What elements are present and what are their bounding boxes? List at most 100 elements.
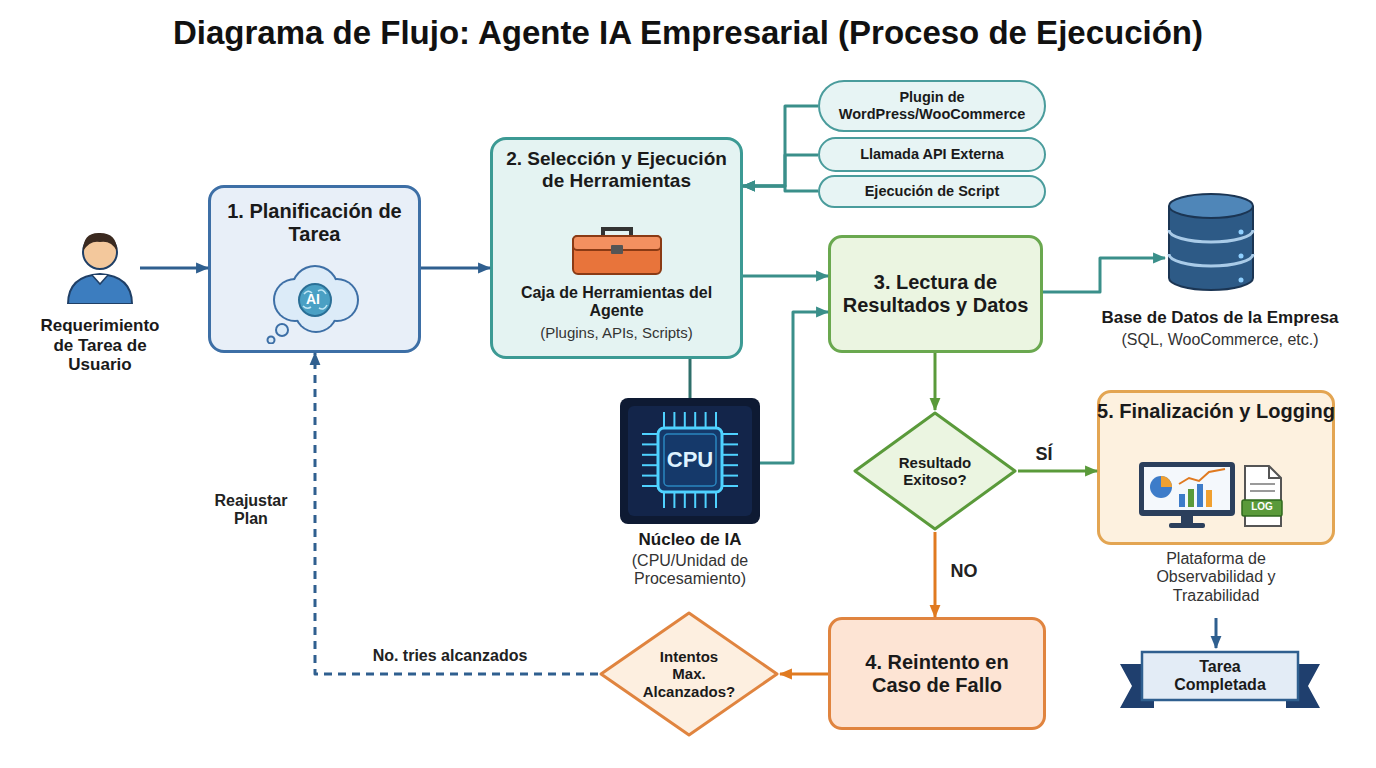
icon-svg [1137, 460, 1287, 530]
icon-line [705, 492, 707, 508]
icon-g [269, 267, 358, 343]
icon-rect [1197, 484, 1203, 507]
icon-rect [611, 245, 623, 254]
pill-label: Llamada API Externa [820, 139, 1044, 170]
icon-line [1250, 490, 1275, 492]
icon-line [694, 412, 696, 428]
icon-rect [1242, 500, 1282, 516]
icon-line [673, 492, 675, 508]
pill-label: Ejecución de Script [820, 177, 1044, 206]
icon-polyline [1179, 469, 1225, 484]
icon-line [705, 412, 707, 428]
icon-path [83, 233, 117, 251]
icon-line [722, 454, 738, 456]
icon-line [642, 454, 658, 456]
flow-connector [743, 186, 818, 191]
box-note: Plataforma de Observabilidad y Trazabili… [1154, 550, 1278, 605]
icon-path [1169, 254, 1253, 266]
icon-path [1245, 466, 1281, 526]
banner-label: Tarea Completada [1120, 648, 1320, 710]
decision-label: Resultado Exitoso? [852, 410, 1018, 532]
icon-path [68, 274, 132, 304]
icon-line [684, 412, 686, 428]
icon-circle [1239, 230, 1244, 235]
flow-connector [1043, 258, 1165, 292]
user-actor: Requerimiento de Tarea de Usuario [20, 220, 180, 385]
icon-rect [1206, 490, 1212, 507]
box-title: 3. Lectura de Resultados y Datos [831, 238, 1040, 350]
icon-rect [1144, 467, 1230, 510]
database-label: Base de Datos de la Empresa [1070, 308, 1370, 328]
icon-line [1250, 483, 1275, 485]
icon-line [722, 443, 738, 445]
icon-line [694, 492, 696, 508]
icon-line [715, 412, 717, 428]
icon-svg [60, 224, 140, 304]
icon-rect [620, 398, 760, 524]
icon-path [1269, 466, 1281, 478]
process-box: 3. Lectura de Resultados y Datos [828, 235, 1043, 353]
icon-line [722, 464, 738, 466]
icon-circle [1239, 254, 1244, 259]
diagram-title: Diagrama de Flujo: Agente IA Empresarial… [0, 14, 1376, 52]
icon-line [642, 485, 658, 487]
process-box: 1. Planificación de TareaAI [208, 185, 421, 353]
icon-rect [1188, 489, 1194, 507]
icon-circle [277, 325, 287, 335]
icon-path [1169, 230, 1253, 242]
icon-svg [571, 224, 663, 276]
chip-label: CPU [650, 447, 730, 472]
icon-ellipse [1169, 194, 1253, 218]
process-box: 4. Reintento en Caso de Fallo [828, 617, 1046, 730]
flow-connector [780, 673, 828, 676]
icon-rect [1169, 523, 1205, 528]
decision-label: Intentos Max. Alcanzados? [598, 610, 780, 738]
box-note: (Plugins, APIs, Scripts) [493, 324, 740, 341]
observability-icon [1137, 460, 1287, 530]
pill-label: Plugin de WordPress/WooCommerce [820, 82, 1044, 130]
icon-line [642, 475, 658, 477]
icon-line [684, 492, 686, 508]
icon-rect [1181, 516, 1193, 524]
flow-connector [689, 359, 692, 398]
flow-connector [743, 155, 818, 186]
icon-g [267, 265, 360, 344]
icon-svg [1165, 192, 1257, 292]
icon-line [663, 492, 665, 508]
icon-line [722, 485, 738, 487]
icon-line [642, 443, 658, 445]
ai-core: CPU Núcleo de IA(CPU/Unidad de Procesamie… [595, 396, 785, 601]
icon-line [642, 464, 658, 466]
tool-pill: Plugin de WordPress/WooCommerce [818, 80, 1046, 132]
database: Base de Datos de la Empresa (SQL, WooComm… [1070, 190, 1370, 362]
flow-connector [315, 353, 598, 674]
icon-circle [267, 336, 276, 345]
core-note: (CPU/Unidad de Procesamiento) [600, 552, 780, 589]
user-icon [60, 224, 140, 304]
process-box: 2. Selección y Ejecución de Herramientas… [490, 137, 743, 359]
tool-pill: Llamada API Externa [818, 137, 1046, 172]
flow-connector [934, 353, 937, 410]
icon-rect [573, 236, 661, 274]
flow-connector [1018, 470, 1097, 473]
flow-connector [934, 532, 937, 617]
box-subtitle: Caja de Herramientas del Agente [503, 284, 730, 321]
flow-connector [760, 312, 828, 463]
actor-label: Requerimiento de Tarea de Usuario [30, 316, 170, 375]
edge-note: Reajustar Plan [203, 492, 299, 529]
icon-circle [1239, 278, 1244, 283]
log-tag: LOG [1242, 501, 1282, 513]
database-note: (SQL, WooCommerce, etc.) [1070, 331, 1370, 349]
edge-label: NO [942, 561, 986, 582]
icon-path [1161, 476, 1172, 487]
icon-line [722, 475, 738, 477]
icon-rect [1179, 494, 1185, 507]
icon-label: AI [293, 291, 333, 307]
core-label: Núcleo de IA [595, 530, 785, 550]
icon-rect [628, 406, 752, 516]
box-title: 2. Selección y Ejecución de Herramientas [493, 148, 740, 192]
icon-circle [269, 338, 274, 343]
